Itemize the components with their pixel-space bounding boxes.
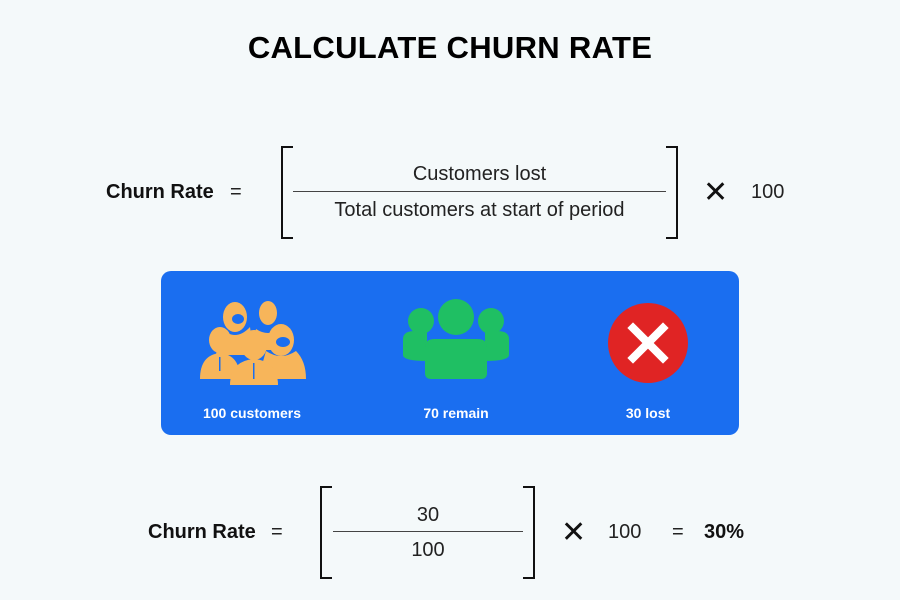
formula-label: Churn Rate: [106, 181, 214, 203]
example-right-bracket: [523, 486, 535, 579]
right-bracket: [666, 146, 678, 239]
remaining-users-icon: [401, 299, 511, 386]
equals-sign: =: [230, 181, 242, 203]
example-formula-label: Churn Rate: [148, 521, 256, 543]
example-fraction-line: [333, 531, 523, 532]
page-title: CALCULATE CHURN RATE: [247, 30, 653, 65]
example-multiplier: 100: [608, 521, 642, 543]
multiply-icon: ✕: [703, 176, 729, 209]
example-numerator: 30: [416, 504, 440, 526]
customers-group-icon: [198, 295, 308, 390]
example-panel: 100 customers 70 remain 30 lost: [161, 271, 739, 435]
numerator: Customers lost: [412, 163, 547, 185]
example-multiply-icon: ✕: [561, 516, 587, 549]
denominator: Total customers at start of period: [334, 199, 625, 221]
left-bracket: [281, 146, 293, 239]
fraction-line: [293, 191, 666, 192]
total-customers-label: 100 customers: [202, 405, 302, 421]
result-value: 30%: [704, 521, 745, 543]
multiplier: 100: [751, 181, 785, 203]
result-equals-sign: =: [672, 521, 684, 543]
example-denominator: 100: [411, 539, 445, 561]
example-equals-sign: =: [271, 521, 283, 543]
lost-label: 30 lost: [625, 405, 671, 421]
remaining-label: 70 remain: [423, 405, 489, 421]
lost-x-circle-icon: [608, 303, 688, 388]
example-left-bracket: [320, 486, 332, 579]
